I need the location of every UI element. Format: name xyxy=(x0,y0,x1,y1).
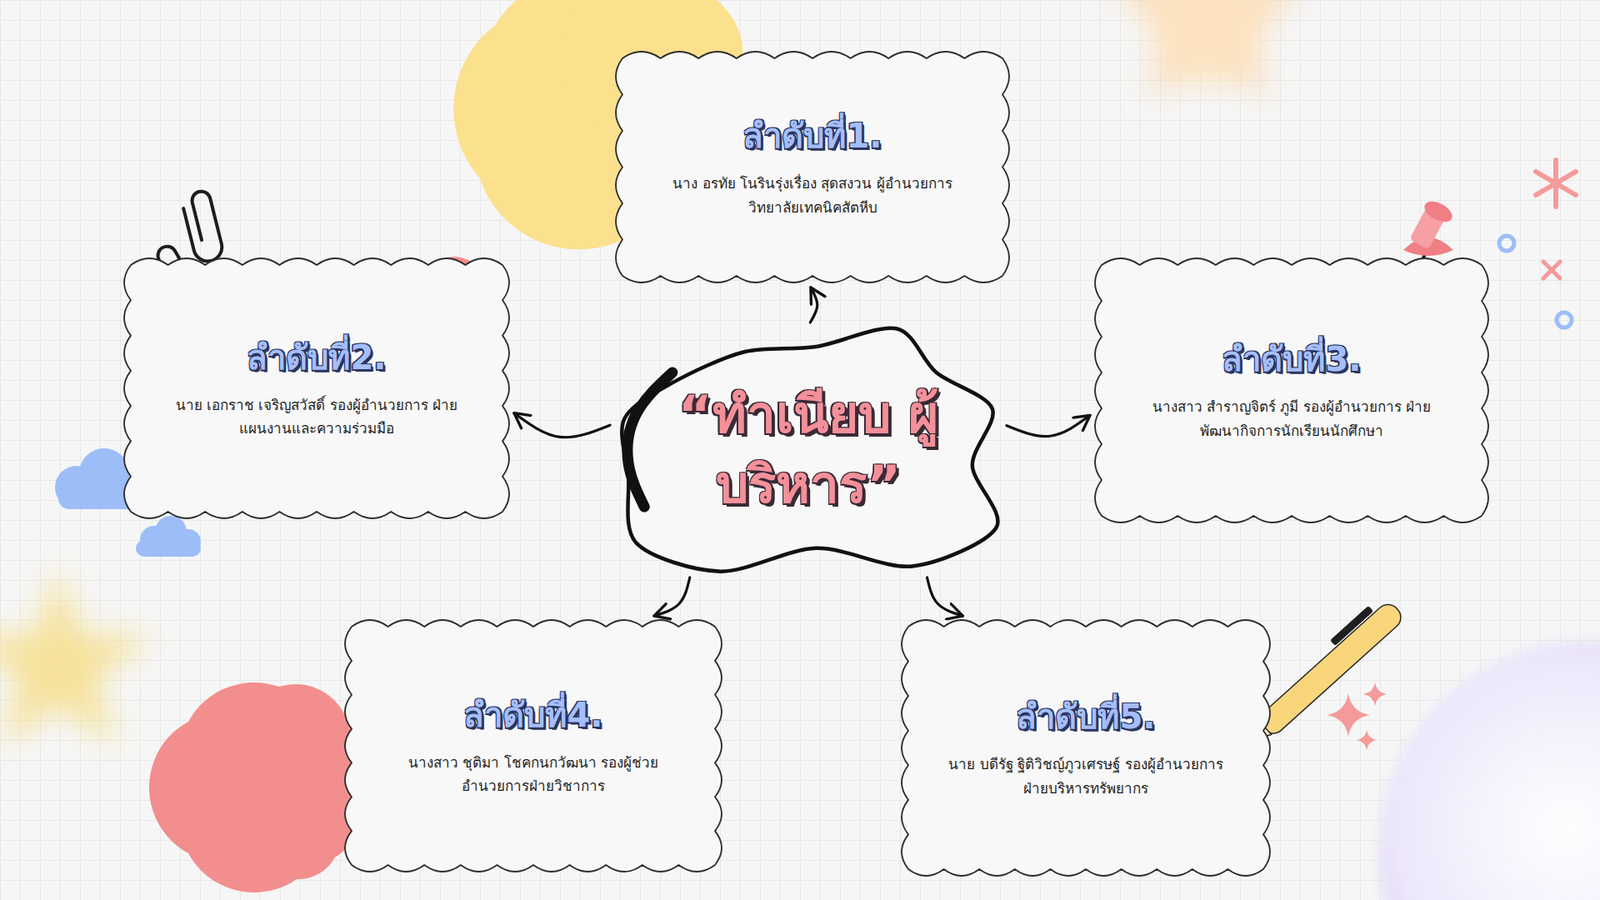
blue-dot xyxy=(1499,235,1515,251)
text-holder: “ทำเนียบ ผู้บริหาร” xyxy=(670,380,946,520)
cross-stroke xyxy=(1543,261,1560,279)
pen-body xyxy=(1255,600,1406,739)
pink-cross xyxy=(1543,261,1560,279)
pushpin-head xyxy=(1420,197,1455,227)
rank-body: นาย บดีรัฐ ฐิติวิชญ์ภูวเศรษฐ์ รองผู้อำนว… xyxy=(944,752,1228,800)
text-holder: ลำดับที่3. นางสาว สำราญจิตร์ ภูมี รองผู้อ… xyxy=(1150,338,1434,442)
sparkle xyxy=(1363,682,1387,706)
rank-body: นางสาว ชุติมา โชคกนกวัฒนา รองผู้ช่วยอำนว… xyxy=(391,750,675,798)
rank-body: นาย เอกราช เจริญสวัสดิ์ รองผู้อำนวยการ ฝ… xyxy=(175,393,459,440)
pen-clip xyxy=(1330,605,1374,646)
text-holder: ลำดับที่5. นาย บดีรัฐ ฐิติวิชญ์ภูวเศรษฐ์ … xyxy=(944,695,1228,800)
cloud-accent xyxy=(627,372,673,507)
rank-box: ลำดับที่3. นางสาว สำราญจิตร์ ภูมี รองผู้อ… xyxy=(1091,255,1492,526)
scalloped-outline xyxy=(120,255,513,522)
scallop-shape xyxy=(901,620,1270,876)
rank-heading: ลำดับที่3. xyxy=(1221,338,1361,380)
rank-heading: ลำดับที่1. xyxy=(742,115,882,157)
blur-star-shape xyxy=(0,566,154,748)
rank-body: นางสาว สำราญจิตร์ ภูมี รองผู้อำนวยการ ฝ่… xyxy=(1150,395,1434,442)
sparkle xyxy=(1326,693,1370,737)
asterisk-stroke xyxy=(1535,171,1576,195)
title-cloud: “ทำเนียบ ผู้บริหาร” xyxy=(608,320,1009,580)
scalloped-outline xyxy=(612,48,1013,286)
rank-heading: ลำดับที่4. xyxy=(463,694,603,736)
rank-body: นาง อรทัย โนรินรุ่งเรื่อง สุดสงวน ผู้อำน… xyxy=(670,171,955,219)
connector-arrow xyxy=(514,413,610,438)
connector-arrow xyxy=(654,577,690,616)
rank-box: ลำดับที่1. นาง อรทัย โนรินรุ่งเรื่อง สุดส… xyxy=(612,48,1013,286)
connector-arrow xyxy=(810,287,818,323)
scallop-shape xyxy=(124,258,510,519)
scallop-shape xyxy=(1095,258,1489,523)
connector-arrow xyxy=(1006,415,1090,436)
blue-cloud xyxy=(135,515,201,557)
scalloped-outline xyxy=(898,616,1274,880)
scalloped-outline xyxy=(1091,255,1492,526)
rank-heading: ลำดับที่5. xyxy=(1015,695,1155,738)
purple-orb xyxy=(1379,641,1600,900)
sparkles-filled xyxy=(1326,682,1387,750)
sparkles-outline xyxy=(224,738,318,838)
text-holder: ลำดับที่1. นาง อรทัย โนรินรุ่งเรื่อง สุดส… xyxy=(670,115,955,219)
cloud-base xyxy=(135,540,201,557)
scallop-shape xyxy=(345,620,722,872)
scallop-shape xyxy=(615,51,1010,283)
pink-asterisk xyxy=(1535,160,1576,207)
blur-star xyxy=(0,566,154,748)
rank-box: ลำดับที่2. นาย เอกราช เจริญสวัสดิ์ รองผู้… xyxy=(120,255,513,522)
blur-sun xyxy=(1113,0,1304,98)
cross-stroke xyxy=(1543,261,1560,279)
center-title: “ทำเนียบ ผู้บริหาร” xyxy=(670,380,946,520)
rank-heading: ลำดับที่2. xyxy=(246,336,386,379)
blue-dot xyxy=(1556,312,1572,328)
text-holder: ลำดับที่4. นางสาว ชุติมา โชคกนกวัฒนา รองผ… xyxy=(391,694,675,798)
sparkle xyxy=(1356,730,1377,750)
cloud-outline xyxy=(608,320,1009,580)
blur-sun-shape xyxy=(1113,0,1304,98)
cloud-shape xyxy=(621,328,998,572)
scalloped-outline xyxy=(341,616,725,875)
asterisk-stroke xyxy=(1535,171,1576,195)
connector-arrow xyxy=(927,577,964,616)
paperclip xyxy=(180,189,225,265)
text-holder: ลำดับที่2. นาย เอกราช เจริญสวัสดิ์ รองผู้… xyxy=(175,336,459,440)
rank-box: ลำดับที่5. นาย บดีรัฐ ฐิติวิชญ์ภูวเศรษฐ์ … xyxy=(898,616,1274,880)
blur-sun-core xyxy=(1150,0,1267,84)
sparkle xyxy=(281,804,315,838)
rank-box: ลำดับที่4. นางสาว ชุติมา โชคกนกวัฒนา รองผ… xyxy=(341,616,725,875)
